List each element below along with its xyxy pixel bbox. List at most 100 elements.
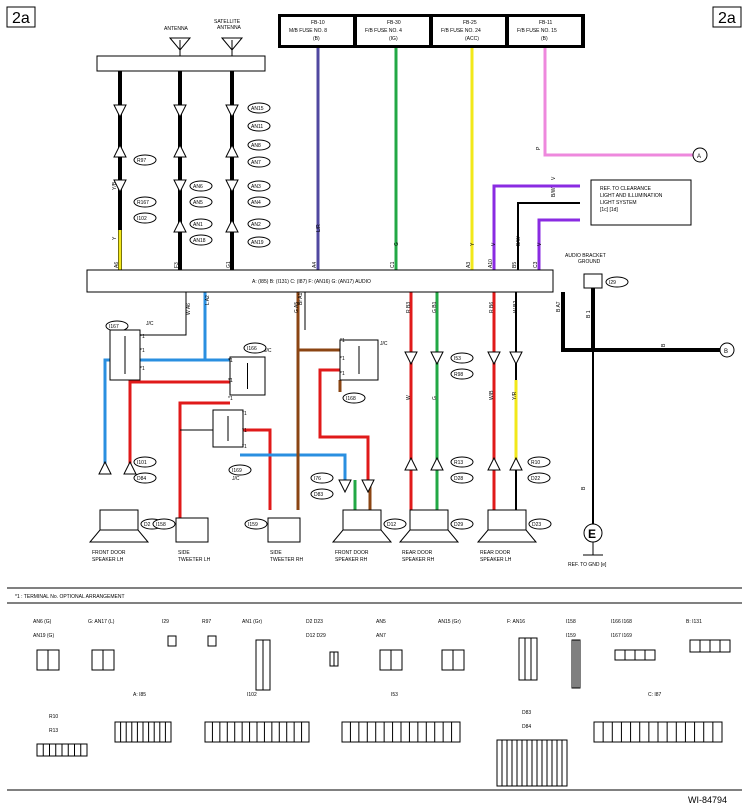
speaker-magnet	[99, 509, 139, 531]
connector-tag: D83	[314, 492, 323, 498]
connector-tag: I158	[156, 522, 166, 528]
legend-tag: G: AN17 (L)	[88, 619, 115, 625]
connector-arrow	[430, 351, 444, 366]
connector-tag-bubble	[310, 472, 334, 484]
pin-label: A6	[114, 262, 120, 268]
jc-label: J/C	[232, 476, 240, 482]
wire-code-label: V	[491, 242, 497, 246]
connector-tag: R98	[454, 372, 463, 378]
connector-tag-bubble	[189, 196, 213, 208]
connector-arrow	[225, 179, 239, 194]
page-tag-left: 2a	[12, 10, 30, 27]
wire-code-label: W/B	[489, 390, 495, 400]
pin-label: Br A1	[298, 293, 304, 305]
connector-tag-bubble	[133, 196, 157, 208]
star1-note: *1	[242, 444, 247, 450]
ground-symbol: E	[583, 523, 603, 556]
wire-ba7	[561, 292, 593, 352]
device-name: FRONT DOOR	[92, 550, 126, 556]
clearance-ref-box	[590, 179, 692, 226]
fuse-id: FB-25	[463, 20, 477, 26]
connector-tag: AN15	[251, 106, 264, 112]
legend-tag: AN1 (Gr)	[242, 619, 262, 625]
connector-tag-bubble	[383, 518, 407, 530]
legend-tag: C: I87	[648, 692, 662, 698]
connector-arrow	[361, 479, 375, 494]
connector-tag: AN11	[251, 124, 263, 130]
pin-label: G B1	[432, 301, 438, 313]
connector-tag: D2	[144, 522, 151, 528]
legend-connector	[518, 637, 538, 681]
connector-tag-bubble	[450, 352, 474, 364]
tweeter-body	[267, 517, 301, 543]
connector-tag-bubble	[450, 368, 474, 380]
speaker-cone	[88, 529, 150, 543]
wire-code-label: B	[661, 343, 667, 347]
connector-tag: R97	[137, 158, 146, 164]
connector-tag: D12	[387, 522, 396, 528]
wire-p	[543, 48, 693, 157]
connector-tag: I102	[137, 216, 147, 222]
connector-tag-bubble	[247, 120, 271, 132]
pin-label: W B2	[513, 301, 519, 313]
star1-note: *1	[340, 338, 345, 344]
legend-tag: I102	[247, 692, 257, 698]
connector-tag-bubble	[247, 180, 271, 192]
connector-arrow	[509, 456, 523, 471]
connector-tag-bubble	[133, 472, 157, 484]
legend-tag: I53	[391, 692, 398, 698]
jc-label: J/C	[380, 341, 388, 347]
legend-tag: AN6 (G)	[33, 619, 52, 625]
connector-tag: I76	[314, 476, 321, 482]
pin-label: B A7	[556, 301, 562, 312]
connector-tag: AN1	[193, 222, 203, 228]
fuse-name: F/B FUSE NO. 4	[365, 28, 402, 34]
legend-tag: F: AN16	[507, 619, 525, 625]
legend-tag: AN5	[376, 619, 386, 625]
pin-label: B5	[512, 262, 518, 268]
page-tag-left-box	[6, 6, 36, 28]
connector-tag: I167	[109, 324, 119, 330]
connector-tag-bubble	[247, 196, 271, 208]
connector-tag: I101	[137, 460, 147, 466]
pin-label: A3	[466, 262, 472, 268]
pin-label: G A5	[294, 302, 300, 313]
device-name: SPEAKER LH	[480, 557, 512, 563]
fuse-type: (B)	[313, 36, 320, 42]
wire-l-lh	[103, 358, 205, 470]
legend-connector	[207, 635, 217, 647]
connector-arrow	[113, 143, 127, 158]
connector-arrow	[173, 104, 187, 119]
connector-arrow	[225, 104, 239, 119]
connector-arrow	[338, 479, 352, 494]
device-name: REAR DOOR	[480, 550, 511, 556]
wire-v-2	[537, 218, 580, 270]
connector-tag-bubble	[527, 456, 551, 468]
speaker-cone	[398, 529, 460, 543]
wire-r-lh	[128, 380, 250, 470]
pin-label: C3	[533, 261, 539, 268]
ground-bracket	[583, 273, 603, 289]
wire-code-label: B	[581, 486, 587, 490]
connector-tag-bubble	[528, 518, 552, 530]
fuse-box	[357, 17, 429, 45]
legend-tag: R97	[202, 619, 211, 625]
connector-tag-bubble	[133, 212, 157, 224]
wire-code-label: B/W	[551, 187, 557, 197]
speaker-magnet	[409, 509, 449, 531]
connector-arrow	[404, 456, 418, 471]
wire-br-a1	[296, 292, 340, 352]
connector-arrow	[225, 143, 239, 158]
connector-tag-bubble	[228, 464, 252, 476]
device-name: REAR DOOR	[402, 550, 433, 556]
pin-label: C1	[390, 261, 396, 268]
pin-label: R B3	[406, 302, 412, 313]
connector-arrow	[173, 218, 187, 233]
legend-tag: D84	[522, 724, 531, 730]
connector-tag: I166	[247, 346, 257, 352]
fuse-id: FB-30	[387, 20, 401, 26]
speaker-cone	[331, 529, 393, 543]
